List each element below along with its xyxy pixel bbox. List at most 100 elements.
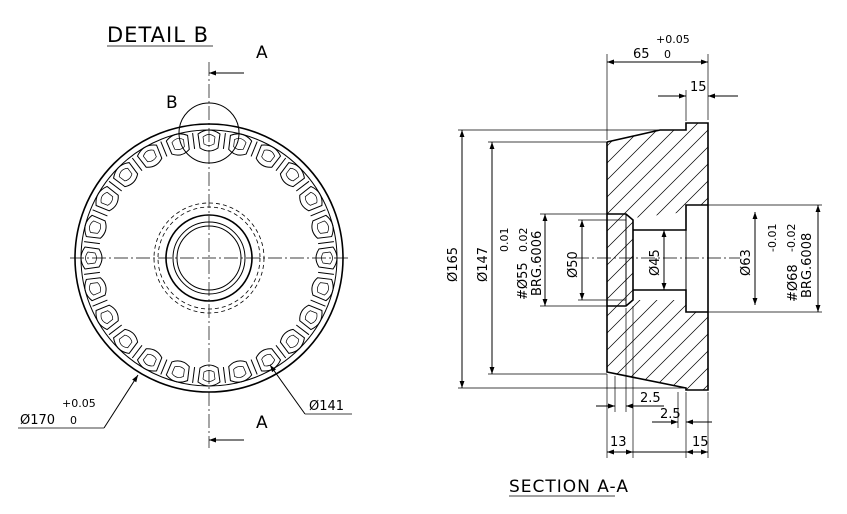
hatch-line [829,100,847,400]
hatch-line [607,130,686,388]
tooth-divider [310,209,326,217]
tooth-pocket-inner [100,310,114,325]
tooth-divider [275,344,287,359]
tooth-divider [84,241,100,245]
dim-55-bearing: BRG.6006 [530,231,545,296]
bore-mid-circle [172,221,246,295]
tooth-pocket-inner [261,149,276,163]
tooth-pocket [311,214,334,239]
tooth-pocket-inner [202,134,216,146]
tooth-pocket [255,348,282,372]
hatch-line [675,130,686,388]
tooth-divider [92,299,108,307]
tooth-pocket-inner [142,149,157,163]
dim-68-bearing: BRG.6008 [800,233,815,298]
dim-63: Ø63 [739,249,754,276]
hatch-line [686,312,708,390]
dim-top-15: 15 [690,80,707,95]
tooth-pocket [197,364,221,387]
tooth-pocket [279,328,305,354]
tooth-divider [160,359,168,375]
tooth-pocket [95,185,119,212]
hatch-line [607,130,686,388]
tooth-ring [80,129,338,387]
tooth-pocket-inner [261,353,276,367]
tooth-divider [160,141,168,157]
dim-c25a: 2.5 [640,391,661,406]
dim-outer-tol-upper: +0.05 [62,397,96,410]
tooth-pocket-inner [202,370,216,382]
tooth-pocket [315,246,338,270]
tooth-divider [250,141,258,157]
hatch-line [607,130,686,388]
section-mark-bottom: A [256,413,268,433]
tooth-pocket-inner [89,282,101,296]
tooth-divider [310,299,326,307]
hatch-line [607,130,671,388]
hatch-line [319,100,619,400]
tooth-pocket-inner [233,366,247,378]
tooth-divider [250,359,258,375]
tooth-pocket-inner [85,251,97,265]
hatch-line [812,100,847,400]
tooth-pocket [228,360,253,383]
tooth-pocket [95,304,119,331]
dim-c25b: 2.5 [660,407,681,422]
tooth-pocket [279,162,305,188]
dim-68-tol-upper: -0.01 [766,224,779,252]
hatch-line [624,130,686,388]
dim-170-leader [103,374,139,429]
bore-outer-circle [165,214,253,302]
hatch-line [686,312,708,390]
tooth-divider [275,157,287,172]
tooth-divider [222,133,226,149]
dim-bottom-13: 13 [610,435,627,450]
tooth-pocket [311,277,334,302]
dim-bottom-15: 15 [692,435,709,450]
dim-width-65: 65 [633,47,650,62]
detail-view: DETAIL B A A B Ø170 +0.05 0 Ø141 [18,23,352,448]
tooth-pocket-inner [171,366,185,378]
hatch-flange-bottom [319,100,847,400]
hatch-line [607,130,686,388]
tooth-divider [318,241,334,245]
section-view: SECTION A-A 65 +0.05 0 15 Ø165 Ø147 #Ø55… [319,33,847,497]
hatch-line [686,123,708,205]
detail-mark: B [166,93,178,113]
tooth-divider [131,344,143,359]
dim-68-tol-lower: -0.02 [785,224,798,252]
dim-65-tol-upper: +0.05 [656,33,690,46]
tooth-pocket [299,185,323,212]
dim-65-tol-lower: 0 [664,48,671,61]
tooth-pocket-inner [317,220,329,234]
tooth-divider [192,133,196,149]
hub-hidden-circle [153,202,265,314]
tooth-pocket-inner [321,251,333,265]
dim-45: Ø45 [648,249,663,276]
tooth-pocket [113,162,139,188]
tooth-pocket-inner [304,191,318,206]
detail-circle [178,102,240,164]
tooth-divider [295,324,310,336]
bore-inner-circle [176,225,242,291]
dim-50: Ø50 [566,251,581,278]
tooth-divider [222,367,226,383]
tooth-divider [92,209,108,217]
tooth-pocket [299,304,323,331]
hatch-line [319,100,619,400]
tooth-pocket-inner [118,167,133,182]
dim-55: #Ø55 [516,262,531,300]
bore-mid-bottom [633,289,708,313]
tooth-pocket [113,328,139,354]
tooth-pocket [136,144,163,168]
dim-outer-dia: Ø170 [20,413,55,428]
tooth-pocket-inner [171,138,185,150]
hatch-line [829,100,847,400]
tooth-pocket [136,348,163,372]
outer-circle [74,123,344,393]
detail-title: DETAIL B [107,23,209,47]
tooth-divider [108,180,123,192]
tooth-pocket-inner [118,334,133,349]
tooth-pocket [255,144,282,168]
